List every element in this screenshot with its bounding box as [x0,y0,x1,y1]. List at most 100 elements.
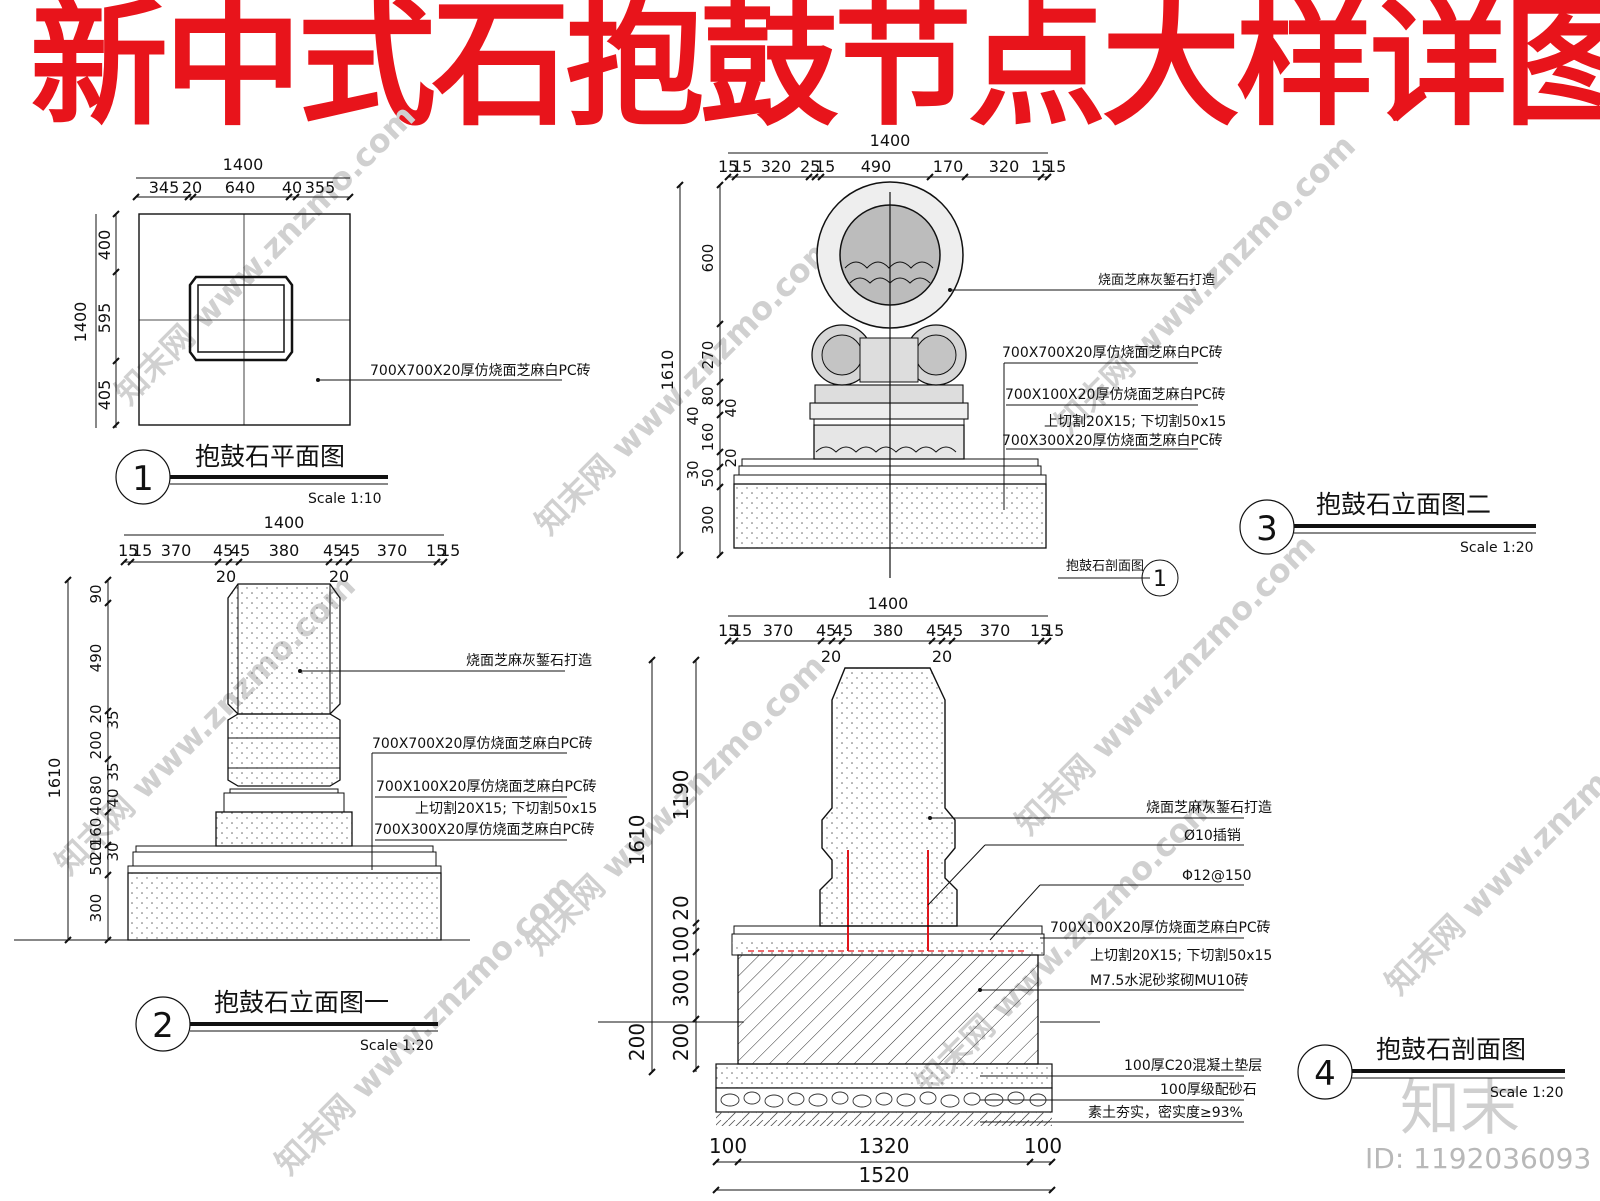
dim: 45 [926,621,946,640]
dim: 160 [87,818,105,847]
elev2-caption: 抱鼓石立面图二 [1316,490,1491,519]
callout: 700X100X20厚仿烧面芝麻白PC砖 [1005,387,1226,403]
watermark-logo: 知末 [1400,1074,1520,1144]
dim: 490 [861,157,892,176]
callout: 烧面芝麻灰錾石打造 [1098,272,1215,288]
elev1-number: 2 [152,1006,174,1046]
callout: Φ12@150 [1182,868,1252,884]
elevation-one-view: 1400 15 15 370 45 45 380 45 45 370 15 15… [14,513,597,1054]
dim: 1610 [45,758,64,799]
dim: 600 [699,244,717,273]
watermark-id: ID: 1192036093 [1365,1142,1592,1175]
plan-scale: Scale 1:10 [308,491,382,507]
dim: 355 [305,178,336,197]
callout: 700X100X20厚仿烧面芝麻白PC砖 [1050,920,1271,936]
dim: 160 [699,423,717,452]
dim: 300 [87,894,105,923]
dim: 595 [95,303,114,334]
dim: 15 [118,541,138,560]
dim: 80 [87,775,105,794]
dim: 300 [699,506,717,535]
dim: 100 [669,926,693,964]
dim: 100 [709,1134,747,1158]
dim: 45 [323,541,343,560]
dim: 15 [815,157,835,176]
dim: 345 [149,178,180,197]
dim: 15 [440,541,460,560]
callout: 100厚C20混凝土垫层 [1124,1058,1262,1074]
dim: 40 [104,788,122,807]
dim: 405 [95,380,114,411]
dim: 45 [833,621,853,640]
dim: 20 [329,567,349,586]
dim: 370 [763,621,794,640]
dim: 300 [669,969,693,1007]
section-scale: Scale 1:20 [1490,1085,1564,1101]
dim: 1610 [625,815,649,866]
dim: 20 [87,841,105,860]
dim: 80 [699,386,717,405]
dim: 20 [216,567,236,586]
dim: 380 [873,621,904,640]
plan-number: 1 [132,459,154,499]
dim: 1400 [870,131,911,150]
dim: 15 [718,621,738,640]
dim: 15 [732,157,752,176]
dim: 490 [87,644,105,673]
dim: 270 [699,341,717,370]
dim: 640 [225,178,256,197]
dim: 45 [943,621,963,640]
dim: 45 [230,541,250,560]
dim: 90 [87,584,105,603]
plan-caption: 抱鼓石平面图 [195,442,345,471]
dim: 380 [269,541,300,560]
dim: 370 [980,621,1011,640]
dim: 20 [722,448,740,467]
dim: 400 [95,230,114,261]
section-ref: 抱鼓石剖面图 [1066,558,1144,574]
callout: 700X700X20厚仿烧面芝麻白PC砖 [372,736,593,752]
dim: 320 [989,157,1020,176]
dim: 40 [684,406,702,425]
plan-dim-left-total: 1400 [71,302,90,343]
dim: 320 [761,157,792,176]
dim: 1400 [264,513,305,532]
callout: 700X700X20厚仿烧面芝麻白PC砖 [1002,345,1223,361]
dim: 200 [87,731,105,760]
callout: 上切割20X15; 下切割50x15 [1044,413,1226,430]
plan-dim-total: 1400 [223,155,264,174]
elev1-caption: 抱鼓石立面图一 [214,988,389,1017]
dim: 370 [161,541,192,560]
dim: 15 [132,541,152,560]
dim: 15 [732,621,752,640]
dim: 35 [104,710,122,729]
section-caption: 抱鼓石剖面图 [1376,1035,1526,1064]
dim: 20 [87,704,105,723]
callout: Ø10插销 [1184,828,1241,844]
elev2-number: 3 [1256,509,1278,549]
dim: 1400 [868,594,909,613]
dim: 15 [718,157,738,176]
dim: 50 [87,856,105,875]
callout: 烧面芝麻灰錾石打造 [1146,799,1272,816]
section-view: 1400 15 15 370 45 45 380 45 45 370 15 15… [598,594,1565,1194]
callout: 100厚级配砂石 [1160,1082,1257,1098]
callout: 700X700X20厚仿烧面芝麻白PC砖 [370,363,591,379]
dim: 1190 [669,770,693,821]
dim: 45 [213,541,233,560]
callout: 上切割20X15; 下切割50x15 [1090,947,1272,964]
dim: 20 [821,647,841,666]
callout: 700X100X20厚仿烧面芝麻白PC砖 [376,779,597,795]
callout: 烧面芝麻灰錾石打造 [466,652,592,669]
callout: M7.5水泥砂浆砌MU10砖 [1090,973,1248,989]
dim: 170 [933,157,964,176]
dim: 40 [87,796,105,815]
dim: 15 [1031,157,1051,176]
dim: 45 [816,621,836,640]
dim: 15 [1046,157,1066,176]
dim: 1320 [859,1134,910,1158]
dim: 15 [1030,621,1050,640]
section-number: 4 [1314,1054,1336,1094]
elev1-scale: Scale 1:20 [360,1038,434,1054]
callout: 素土夯实，密实度≥93% [1088,1104,1243,1121]
